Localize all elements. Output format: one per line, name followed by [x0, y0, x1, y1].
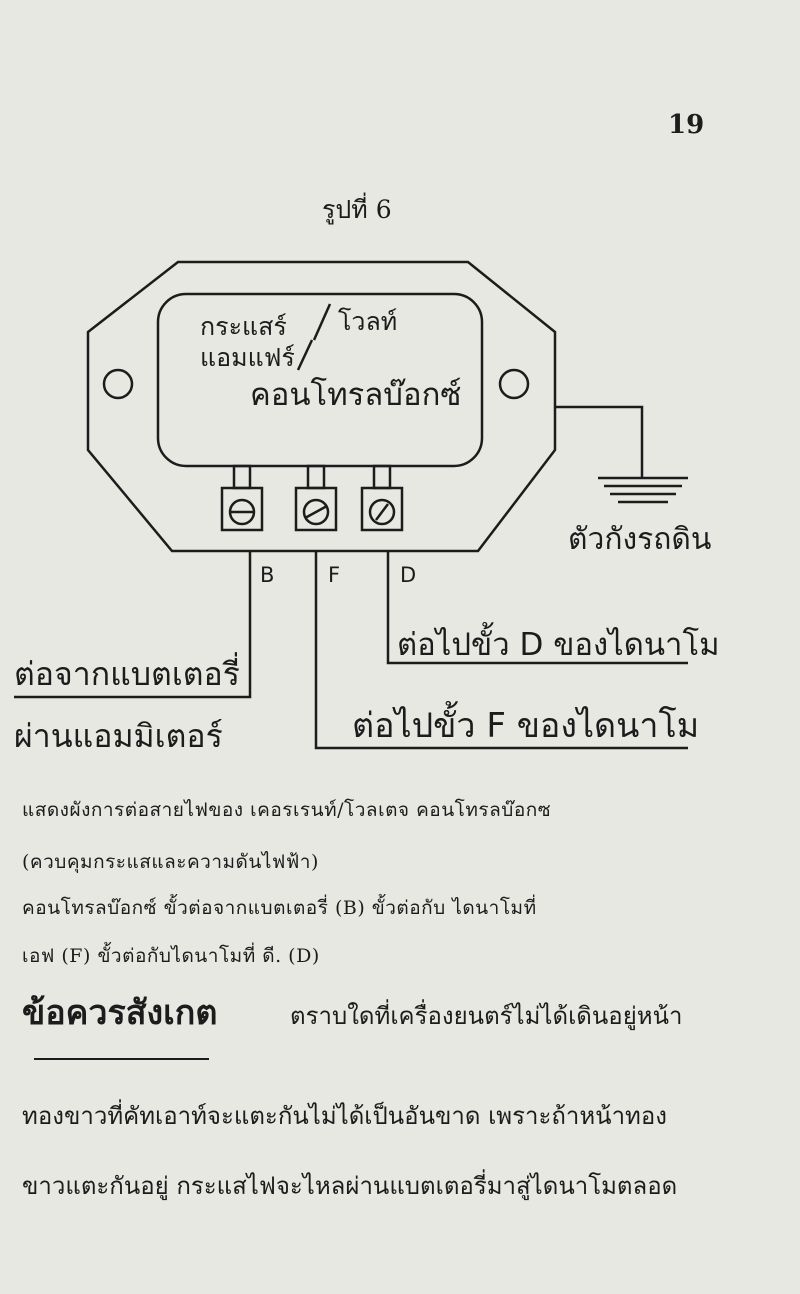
- label-from-battery: ต่อจากแบตเตอรี่: [14, 652, 240, 693]
- caption-line-3: คอนโทรลบ๊อกซ์ ขั้วต่อจากแบตเตอรี่ (B) ขั…: [22, 897, 537, 919]
- ground-wire: [555, 405, 644, 478]
- mounting-hole-right: [498, 368, 530, 400]
- terminal-f-screw: [302, 498, 330, 526]
- note-line-1: ตราบใดที่เครื่องยนตร์ไม่ได้เดินอยู่หน้า: [290, 1002, 683, 1030]
- label-via-ammeter: ผ่านแอมมิเตอร์: [14, 717, 223, 755]
- wire-b: [14, 551, 252, 699]
- page-number: 19: [668, 110, 705, 140]
- note-heading: ข้อควรสังเกต: [22, 993, 218, 1033]
- wiring-diagram: กระแสร์ โวลท์ แอมแฟร์ คอนโทรลบ๊อกซ์ ตัวก…: [14, 260, 720, 755]
- wire-d: [386, 551, 688, 665]
- box-label-current: กระแสร์: [200, 312, 287, 341]
- mounting-hole-left: [102, 368, 134, 400]
- caption-line-1: แสดงผังการต่อสายไฟของ เคอรเรนท์/โวลเตจ ค…: [22, 799, 552, 821]
- caption-line-4: เอฟ (F) ขั้วต่อกับไดนาโมที่ ดี. (D): [22, 945, 320, 967]
- control-box-outline: [86, 260, 557, 553]
- wire-f: [314, 551, 688, 750]
- note-line-3: ขาวแตะกันอยู่ กระแสไฟจะไหลผ่านแบตเตอรี่ม…: [22, 1172, 678, 1200]
- caption-line-2: (ควบคุมกระแสและความดันไฟฟ้า): [22, 851, 319, 873]
- terminal-label-d: D: [400, 563, 416, 587]
- figure-title: รูปที่ 6: [322, 195, 392, 224]
- terminal-label-b: B: [260, 563, 274, 587]
- terminal-d-screw: [368, 498, 396, 526]
- note-underline: [34, 1058, 209, 1060]
- box-label-volt: โวลท์: [338, 307, 397, 336]
- box-label-control-box: คอนโทรลบ๊อกซ์: [250, 377, 461, 413]
- box-label-ampere: แอมแฟร์: [200, 343, 295, 372]
- terminal-label-f: F: [328, 563, 340, 587]
- ground-label: ตัวกังรถดิน: [568, 522, 711, 557]
- note-line-2: ทองขาวที่คัทเอาท์จะแตะกันไม่ได้เป็นอันขา…: [22, 1102, 668, 1130]
- label-to-dynamo-d: ต่อไปขั้ว D ของไดนาโม: [397, 622, 720, 663]
- label-to-dynamo-f: ต่อไปขั้ว F ของไดนาโม: [352, 701, 699, 746]
